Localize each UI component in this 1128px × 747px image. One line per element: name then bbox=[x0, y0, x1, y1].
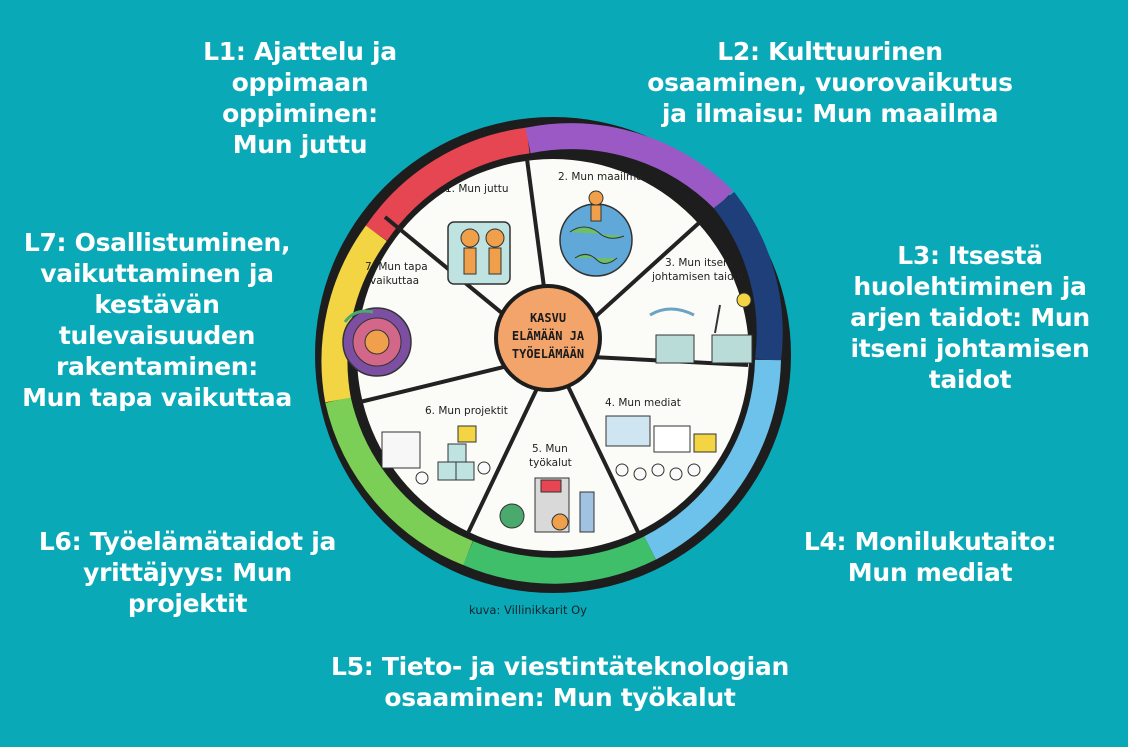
segment-5-label-line2: työkalut bbox=[529, 457, 572, 469]
ring-l6 bbox=[325, 397, 473, 566]
ring-l1 bbox=[365, 127, 530, 241]
segment-3-illustration bbox=[649, 292, 753, 364]
segment-7-illustration bbox=[342, 307, 412, 377]
hub-line1: KASVU bbox=[530, 311, 566, 325]
label-l7: L7: Osallistuminen, vaikuttaminen ja kes… bbox=[22, 228, 292, 412]
segment-6-label: 6. Mun projektit bbox=[425, 405, 508, 417]
segment-5-illustration bbox=[499, 477, 595, 533]
label-l2: L2: Kulttuurinen osaaminen, vuorovaikutu… bbox=[647, 37, 1013, 128]
segment-4-label: 4. Mun mediat bbox=[605, 397, 681, 409]
segment-4-illustration bbox=[605, 415, 717, 481]
ring-l2 bbox=[525, 123, 734, 210]
hub-line2: ELÄMÄÄN JA bbox=[512, 328, 585, 343]
label-l4: L4: Monilukutaito: Mun mediat bbox=[803, 527, 1057, 587]
segment-3-label-line2: johtamisen taidot bbox=[651, 271, 744, 283]
segment-7-label-line2: vaikuttaa bbox=[370, 275, 419, 287]
segment-5-label-line1: 5. Mun bbox=[532, 443, 568, 455]
ring-l5 bbox=[462, 536, 656, 584]
segment-2-illustration bbox=[559, 190, 633, 277]
segment-2-label: 2. Mun maailma bbox=[558, 171, 643, 183]
segment-6-illustration bbox=[381, 425, 491, 485]
segment-3-label-line1: 3. Mun itseni bbox=[665, 257, 733, 269]
segment-7-label-line1: 7. Mun tapa bbox=[365, 261, 428, 273]
label-l3: L3: Itsestä huolehtiminen ja arjen taido… bbox=[850, 241, 1090, 394]
segment-1-illustration bbox=[447, 221, 511, 285]
ring-l7 bbox=[321, 225, 387, 403]
image-credit: kuva: Villinikkarit Oy bbox=[469, 603, 587, 617]
ring-l4 bbox=[643, 359, 781, 560]
label-l6: L6: Työelämätaidot ja yrittäjyys: Mun pr… bbox=[38, 527, 337, 618]
hub-line3: TYÖELÄMÄÄN bbox=[512, 346, 584, 361]
ring-l3 bbox=[713, 192, 783, 362]
segment-1-label: 1. Mun juttu bbox=[445, 183, 509, 195]
color-ring bbox=[321, 123, 783, 584]
label-l1: L1: Ajattelu ja oppimaan oppiminen: Mun … bbox=[203, 37, 397, 159]
label-l5: L5: Tieto- ja viestintäteknologian osaam… bbox=[331, 652, 789, 712]
hub bbox=[498, 288, 598, 388]
